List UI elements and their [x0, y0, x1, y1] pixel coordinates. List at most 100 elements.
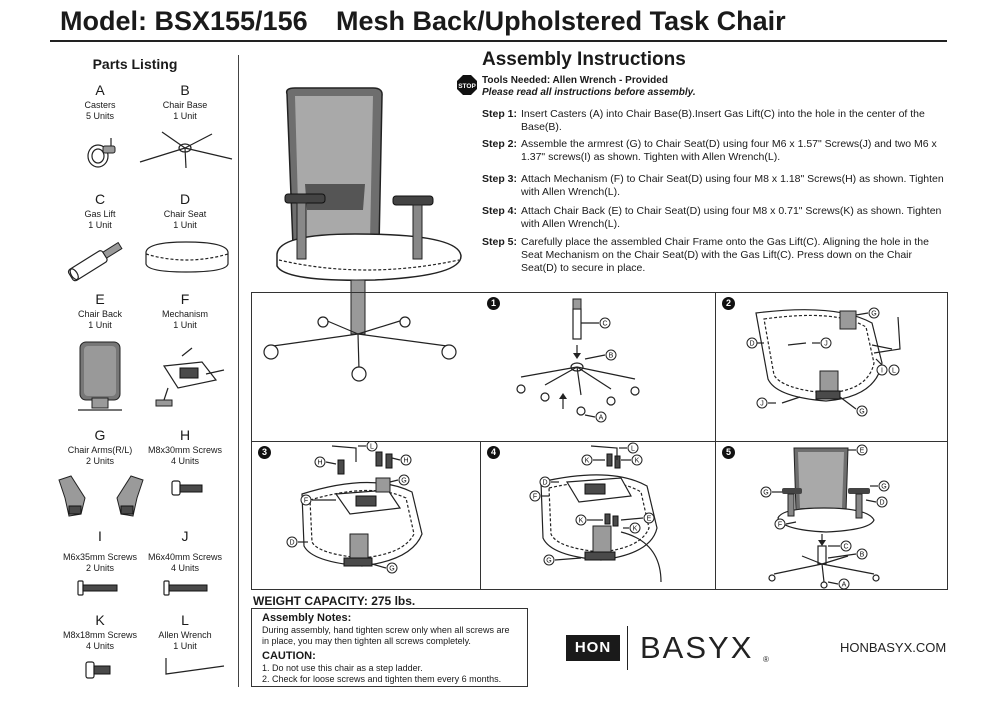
step-number-badge: 2: [722, 297, 735, 310]
part-letter: C: [94, 191, 106, 207]
step-4: Step 4: Attach Chair Back (E) to Chair S…: [482, 205, 947, 231]
assembled-chair-illustration: [263, 87, 462, 382]
step-label: Step 3:: [482, 173, 518, 185]
step-text: Attach Mechanism (F) to Chair Seat(D) us…: [521, 173, 944, 198]
diagram-label: C: [843, 544, 848, 551]
diagram-label: G: [546, 558, 551, 565]
part-letter: A: [95, 82, 105, 98]
screw-h-icon: [171, 480, 203, 496]
diagram-label: B: [609, 353, 614, 360]
diagram-label: D: [879, 500, 884, 507]
diagram-step-5: 5 E: [716, 441, 948, 590]
diagram-label: G: [859, 409, 864, 416]
step-number-badge: 3: [258, 446, 271, 459]
caster-illustration: [87, 138, 116, 168]
part-f: F Mechanism 1 Unit: [138, 291, 232, 331]
diagram-label: K: [633, 526, 638, 533]
part-qty: 1 Unit: [173, 641, 197, 651]
part-d: D Chair Seat 1 Unit: [138, 191, 232, 231]
step-2: Step 2: Assemble the armrest (G) to Chai…: [482, 138, 947, 164]
weight-capacity: WEIGHT CAPACITY: 275 lbs.: [253, 594, 416, 608]
part-name: Chair Arms(R/L): [67, 445, 133, 455]
part-c: C Gas Lift 1 Unit: [53, 191, 147, 231]
stop-sign-icon: STOP: [457, 75, 477, 95]
diagram-label: A: [599, 415, 604, 422]
part-qty: 2 Units: [85, 456, 114, 466]
diagram-label: E: [860, 448, 865, 455]
diagram-label: F: [778, 522, 782, 529]
part-name: Casters: [84, 100, 116, 110]
title-rule: [50, 40, 947, 42]
assembly-notes-box: Assembly Notes: During assembly, hand ti…: [251, 608, 528, 687]
diagram-label: G: [389, 566, 394, 573]
part-qty: 2 Units: [85, 563, 114, 573]
diagram-label: H: [317, 460, 322, 467]
diagram-label: K: [635, 458, 640, 465]
part-name: M8x30mm Screws: [147, 445, 222, 455]
mechanism-illustration: [155, 347, 225, 407]
registered-mark: ®: [763, 655, 769, 664]
read-notice: Please read all instructions before asse…: [482, 87, 696, 98]
part-name: Chair Base: [162, 100, 208, 110]
chair-back-illustration: [78, 341, 122, 411]
product-name: Mesh Back/Upholstered Task Chair: [336, 6, 786, 36]
step-label: Step 5:: [482, 236, 518, 248]
part-name: Gas Lift: [84, 209, 116, 219]
part-letter: H: [179, 427, 191, 443]
diagram-label: A: [842, 582, 847, 589]
part-name: M6x40mm Screws: [147, 552, 222, 562]
diagram-label: G: [871, 311, 876, 318]
part-qty: 4 Units: [170, 456, 199, 466]
diagram-label: J: [760, 401, 764, 408]
diagram-label: L: [370, 444, 374, 451]
gas-lift-illustration: [67, 241, 123, 282]
diagram-label: L: [631, 446, 635, 453]
diagram-label: G: [763, 490, 768, 497]
caution-item: 1. Do not use this chair as a step ladde…: [262, 663, 423, 673]
step-text: Assemble the armrest (G) to Chair Seat(D…: [521, 138, 937, 163]
assembly-heading: Assembly Instructions: [482, 49, 686, 70]
part-b: B Chair Base 1 Unit: [138, 82, 232, 122]
part-name: M8x18mm Screws: [62, 630, 137, 640]
assembly-notes-text: During assembly, hand tighten screw only…: [262, 625, 510, 646]
part-qty: 1 Unit: [173, 220, 197, 230]
diagram-step-4: 4 K L K D F: [481, 441, 716, 590]
diagram-label: D: [749, 341, 754, 348]
part-name: Allen Wrench: [158, 630, 212, 640]
step-label: Step 1:: [482, 108, 518, 120]
basyx-logo: BASYX: [640, 630, 754, 665]
chair-base-illustration: [139, 131, 233, 169]
diagram-label: F: [304, 498, 308, 505]
diagram-label: H: [403, 458, 408, 465]
diagram-label: D: [289, 540, 294, 547]
part-letter: L: [181, 612, 189, 628]
step-5: Step 5: Carefully place the assembled Ch…: [482, 236, 947, 275]
part-h: H M8x30mm Screws 4 Units: [138, 427, 232, 467]
diagram-label: G: [881, 484, 886, 491]
website-url: HONBASYX.COM: [840, 640, 947, 655]
step-text: Carefully place the assembled Chair Fram…: [521, 236, 929, 274]
part-qty: 1 Unit: [173, 111, 197, 121]
diagram-label: L: [892, 368, 896, 375]
diagram-label: F: [533, 494, 537, 501]
diagram-label: C: [602, 321, 607, 328]
part-letter: D: [179, 191, 191, 207]
tools-needed: Tools Needed: Allen Wrench - Provided: [482, 75, 668, 86]
screw-k-icon: [85, 661, 111, 679]
part-qty: 4 Units: [170, 563, 199, 573]
step-label: Step 2:: [482, 138, 518, 150]
assembly-diagram-grid: 1 C B A 2: [251, 292, 948, 590]
part-letter: E: [95, 291, 105, 307]
diagram-label: G: [401, 478, 406, 485]
diagram-label: E: [647, 516, 652, 523]
part-letter: F: [180, 291, 190, 307]
part-qty: 1 Unit: [88, 320, 112, 330]
diagram-label: K: [585, 458, 590, 465]
diagram-label: D: [542, 480, 547, 487]
step-number-badge: 5: [722, 446, 735, 459]
assembly-notes-title: Assembly Notes:: [262, 612, 352, 624]
part-letter: K: [95, 612, 105, 628]
part-k: K M8x18mm Screws 4 Units: [53, 612, 147, 652]
model-number: Model: BSX155/156: [60, 6, 308, 36]
step-number-badge: 4: [487, 446, 500, 459]
